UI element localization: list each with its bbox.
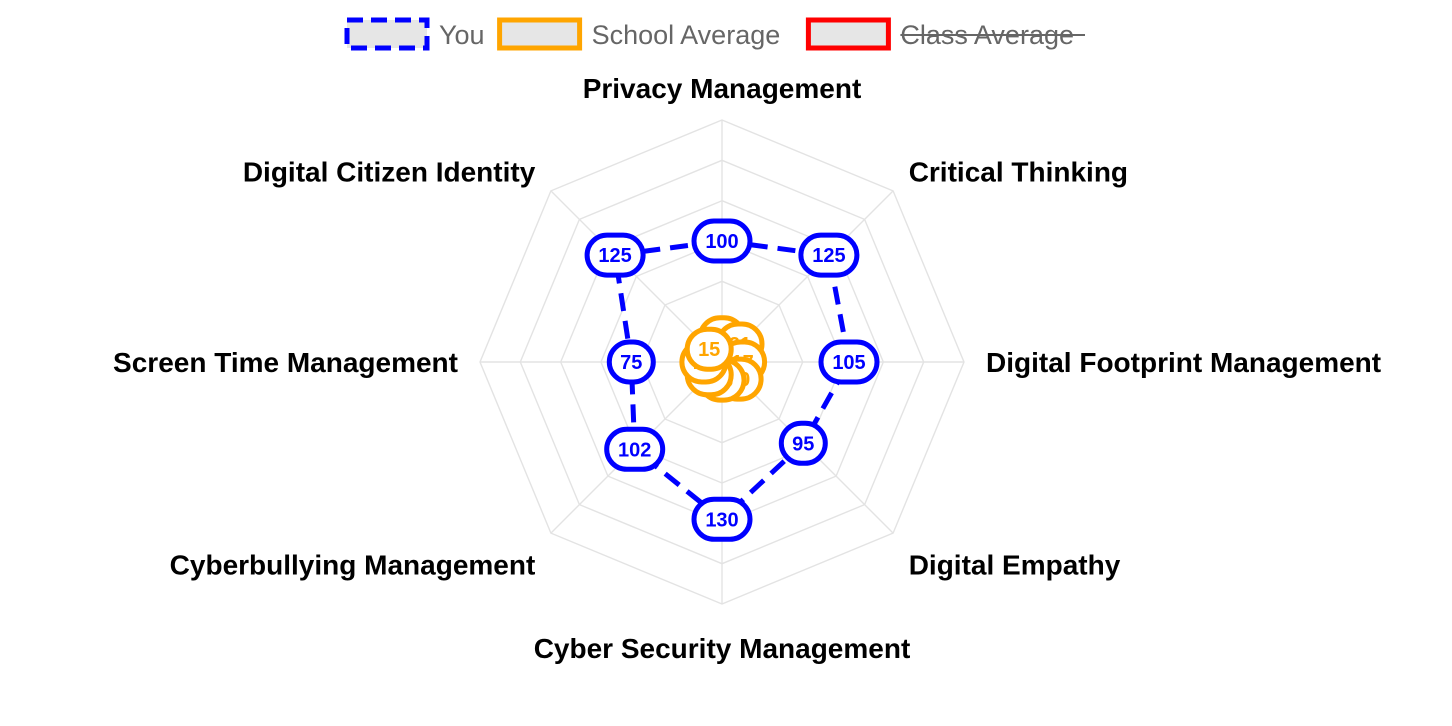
series-you: 100 125 105 95 130 102 75 125 [584,218,880,542]
legend-label: School Average [592,20,781,50]
data-label-box [691,496,753,542]
legend-swatch [344,17,430,51]
data-label-box [684,326,734,372]
axis-label-cyberbullying-management: Cyberbullying Management [170,550,536,581]
axis-label-privacy-management: Privacy Management [583,73,862,104]
data-label-box [798,232,860,278]
data-label: 130 [705,509,738,531]
axis-label-digital-footprint-management: Digital Footprint Management [986,347,1381,378]
data-label: 95 [792,433,814,455]
axis-label-screen-time-management: Screen Time Management [113,347,458,378]
data-label: 105 [832,352,865,374]
legend-item-you: You [344,17,485,51]
series-school-average: 2021172015151515 [679,315,768,403]
legend-item-class-average: Class Average [805,17,1085,51]
axis-label-digital-citizen-identity: Digital Citizen Identity [243,156,536,187]
data-label-box [604,426,666,472]
axis-label-critical-thinking: Critical Thinking [909,156,1128,187]
data-label: 75 [620,352,642,374]
data-label: 102 [618,439,651,461]
legend-item-school-average: School Average [497,17,781,51]
data-label-box [778,420,828,466]
data-label: 125 [812,245,845,267]
legend-swatch [497,17,583,51]
data-label-box [606,339,656,385]
data-label: 15 [698,339,720,361]
legend-label: You [439,20,485,50]
data-label: 125 [598,245,631,267]
legend: You School Average Class Average [344,17,1085,51]
axis-label-cyber-security-management: Cyber Security Management [534,633,911,664]
axis-label-digital-empathy: Digital Empathy [909,550,1121,581]
data-label: 100 [705,231,738,253]
data-label-box [584,232,646,278]
legend-swatch [805,17,891,51]
radar-series-layer: 2021172015151515 100 125 105 95 130 102 75 125 [584,218,880,542]
data-label-box [818,339,880,385]
data-label-box [691,218,753,264]
